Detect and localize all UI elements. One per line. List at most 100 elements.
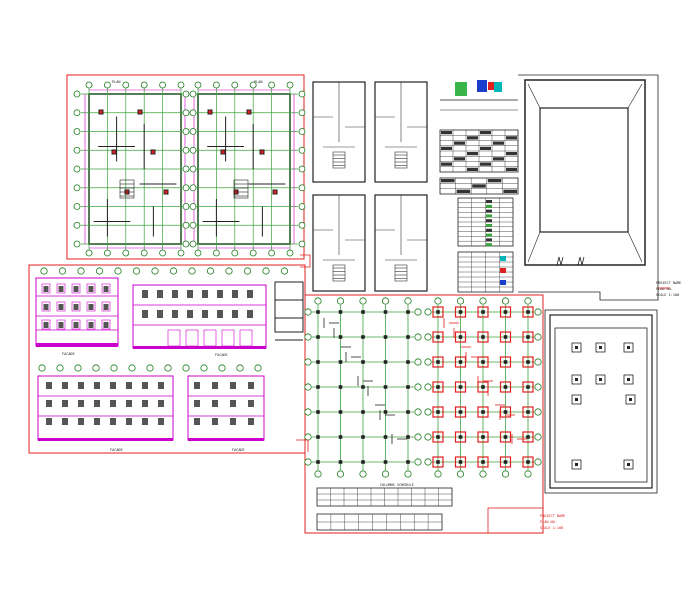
window [46,400,52,407]
grid-bubble [424,433,432,441]
footing-pad [571,374,582,385]
grid-bubble [314,297,322,305]
grid-bubble [298,128,306,135]
sheet-floor-plans: PLAN PLAN [66,74,306,260]
window [187,310,193,318]
grid-bubble [122,249,130,257]
elevation-left [187,375,265,441]
table-cell-fill [503,189,517,193]
grid-bubble [424,383,432,391]
grid-bubble [85,81,93,89]
floor-plan-grid-lines [81,88,298,250]
grid-bubble [249,249,257,257]
table-cell-fill [467,167,478,171]
grid-bubble [182,203,190,210]
column [481,360,485,364]
footing-outline [522,356,534,368]
footing-sheet-border [544,309,658,494]
site-sheet-border [518,74,659,301]
column [406,335,410,339]
window [194,382,200,389]
grid-bubble [164,364,172,372]
window-glass [88,304,94,310]
table-cell-fill [441,131,452,135]
grid-bubble [56,364,64,372]
grid-bubble [424,408,432,416]
sheet-site-plan: PROJECT NAME PLAN NO. SCALE 1:100 [518,74,681,301]
grid-bubble [38,364,46,372]
window-glass [88,322,94,328]
column [338,435,343,439]
window-glass [73,322,79,328]
grid-bubble [268,249,276,257]
footing-pad [623,459,634,470]
window-glass [73,286,79,292]
window [110,400,116,407]
grid-bubble [381,470,390,478]
grid-bubble [249,81,257,89]
window-glass [43,322,49,328]
grid-bubble [140,249,148,257]
grid-bubble [298,146,306,154]
column [481,410,485,414]
footing-pad [623,374,634,385]
column [458,410,463,414]
column [338,360,343,364]
grid-bubble [182,146,190,154]
grid-bubble [73,184,81,192]
grid-bubble [189,165,197,173]
footing-outline [522,456,534,468]
window [158,382,164,389]
grid-bubble [286,81,294,89]
column [436,460,440,464]
footing-outline [454,406,467,418]
footing-pad [625,394,636,405]
grid-bubble [73,221,81,229]
grid-bubble [182,364,190,372]
footing-outline [522,431,534,443]
elevation-rear-windows [46,382,254,425]
window [217,290,223,298]
column [316,310,320,314]
table-cell-fill [441,179,455,183]
grid-bubble [73,90,81,98]
footing-outline [477,306,489,318]
grid-bubble [225,267,233,275]
table-cell-fill [441,146,452,150]
window [172,310,178,318]
grid-bubble [298,221,306,229]
grid-bubble [479,297,487,305]
column [361,460,365,464]
grid-bubble [182,240,190,248]
column [338,385,343,389]
column [503,360,508,364]
grid-bubble [404,470,412,478]
window [78,400,84,407]
column [526,385,530,389]
legend-swatch [486,204,492,208]
plan-title-left: PLAN [112,80,120,84]
grid-bubble [151,267,159,275]
footing-outline [454,356,467,368]
grid-bubble [534,358,542,366]
column [406,310,410,314]
floor-plan-grid-bubbles [73,81,306,257]
footing-outline [432,381,444,393]
site-gate-right [577,256,585,266]
elevation-side-windows [142,290,253,347]
window [230,400,236,407]
stair-left [119,179,135,199]
window [142,382,148,389]
legend-header-teal [494,82,502,92]
footing-pads [571,342,636,470]
window-glass [58,304,64,310]
window [94,418,100,425]
legend-swatch [486,200,492,203]
grid-bubble [304,383,312,391]
grid-bubble [298,165,306,173]
window [157,310,163,318]
grid-bubble [304,358,312,366]
column [481,435,485,439]
column [361,435,365,439]
column [481,460,485,464]
